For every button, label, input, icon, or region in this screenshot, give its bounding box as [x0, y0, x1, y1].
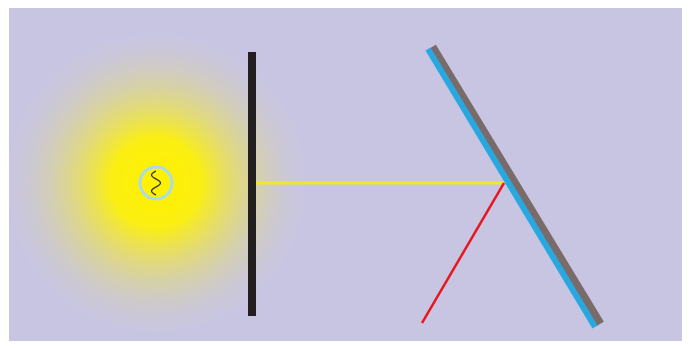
barrier-wall — [248, 52, 256, 316]
